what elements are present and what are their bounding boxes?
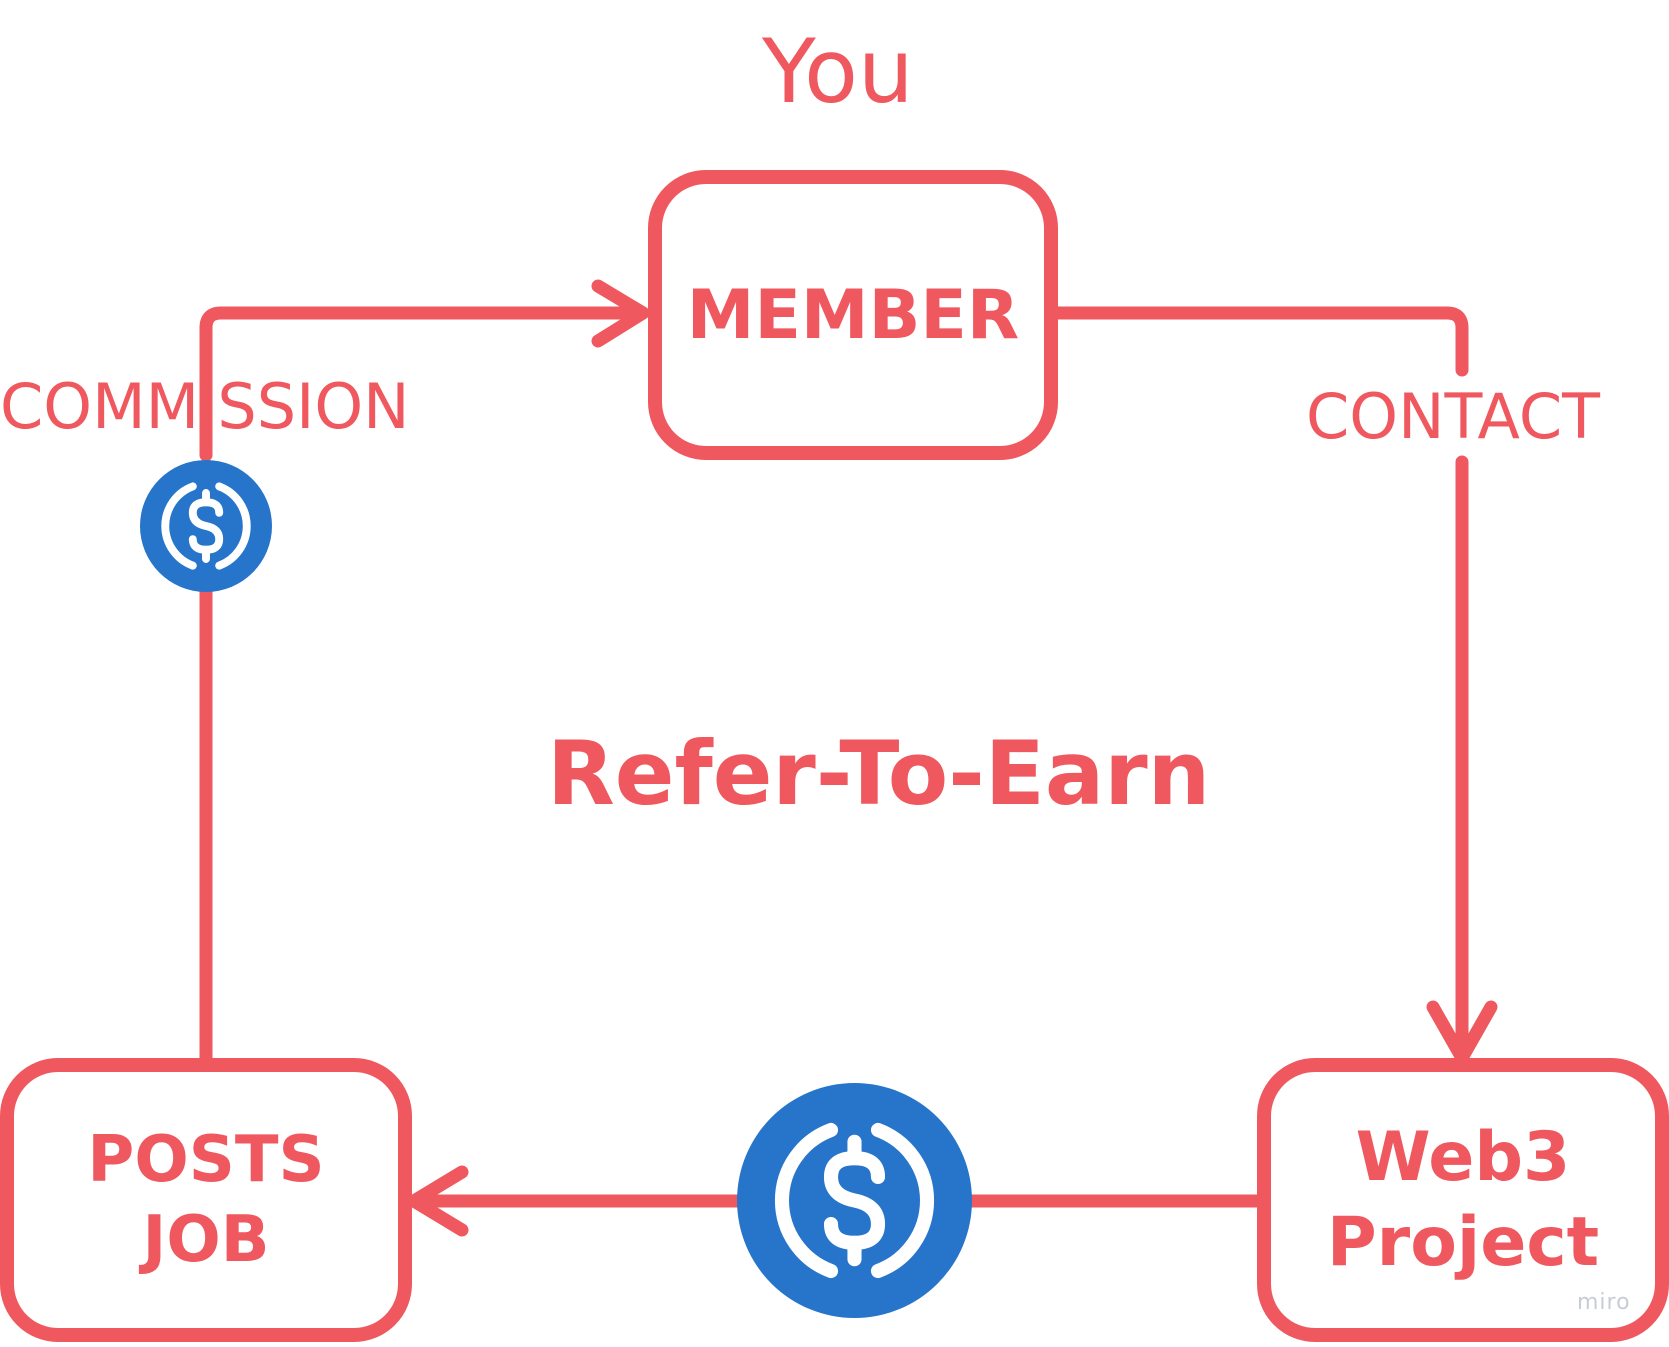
node-web3-project: Web3 Project: [1257, 1058, 1669, 1342]
usd-coin-icon: [737, 1083, 972, 1318]
node-member-label: MEMBER: [686, 275, 1020, 355]
edge-label-contact: CONTACT: [1306, 380, 1601, 453]
usd-coin-icon: [140, 460, 272, 592]
title-you: You: [762, 20, 914, 123]
connector-commission-to-member: [199, 306, 642, 1065]
node-web3-project-label: Web3 Project: [1327, 1115, 1599, 1285]
arrow-head-icon: [591, 279, 650, 348]
node-posts-job-label: POSTS JOB: [87, 1123, 325, 1277]
edge-label-commission: COMMISSION: [0, 370, 410, 443]
center-label-refer-to-earn: Refer-To-Earn: [547, 722, 1211, 825]
node-web3-line2: Project: [1326, 1203, 1600, 1282]
node-web3-line1: Web3: [1355, 1118, 1571, 1197]
node-posts-job: POSTS JOB: [0, 1058, 412, 1342]
arrow-head-icon: [407, 1165, 469, 1237]
node-member: MEMBER: [648, 170, 1058, 460]
connector-member-to-web3: [1048, 306, 1469, 1057]
watermark-miro: miro: [1577, 1290, 1631, 1315]
